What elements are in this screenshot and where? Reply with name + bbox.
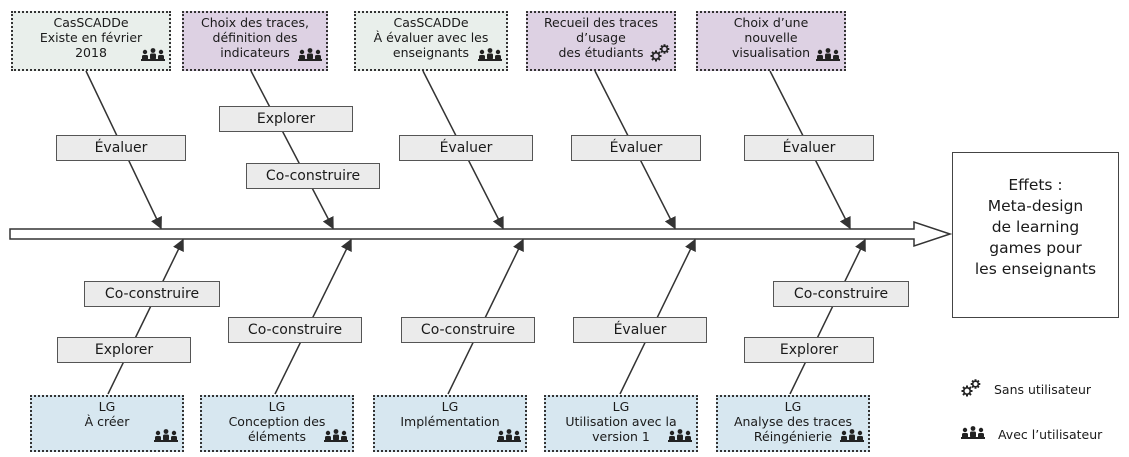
bottom-box-lg-implementation: LG Implémentation xyxy=(373,395,527,452)
top-box-traces-choice: Choix des traces, définition des indicat… xyxy=(182,11,328,71)
bottom-box-lg-create: LG À créer xyxy=(30,395,184,452)
bottom-box-lg-usage-v1: LG Utilisation avec la version 1 xyxy=(544,395,698,452)
user-group-icon xyxy=(667,428,693,447)
label-bottom-co-construire-2: Co-construire xyxy=(228,317,362,343)
label-top-evaluer-2: Évaluer xyxy=(399,135,533,161)
user-group-icon xyxy=(323,428,349,447)
bottom-box-lg-analysis: LG Analyse des traces Réingénierie xyxy=(716,395,870,452)
label-bottom-co-construire-4: Co-construire xyxy=(773,281,909,307)
top-box-casscadde-evaluate: CasSCADDe À évaluer avec les enseignants xyxy=(354,11,508,71)
label-top-co-construire: Co-construire xyxy=(246,163,380,189)
label-bottom-evaluer: Évaluer xyxy=(573,317,707,343)
top-box-new-visualisation: Choix d’une nouvelle visualisation xyxy=(696,11,846,71)
user-group-icon xyxy=(477,47,503,66)
top-box-traces-collection: Recueil des traces d’usage des étudiants xyxy=(526,11,676,71)
label-bottom-co-construire-1: Co-construire xyxy=(84,281,220,307)
top-box-casscadde-existing: CasSCADDe Existe en février 2018 xyxy=(11,11,171,71)
label-top-explorer: Explorer xyxy=(219,106,353,132)
user-group-icon xyxy=(297,47,323,66)
legend-label: Avec l’utilisateur xyxy=(997,427,1103,442)
user-group-icon xyxy=(153,428,179,447)
user-group-icon xyxy=(140,47,166,66)
effects-box: Effets : Meta-design de learning games p… xyxy=(952,152,1119,318)
legend-label: Sans utilisateur xyxy=(993,382,1092,397)
legend-avec-utilisateur: Avec l’utilisateur xyxy=(960,425,1102,444)
user-group-icon xyxy=(496,428,522,447)
user-group-icon xyxy=(839,428,865,447)
label-bottom-explorer-2: Explorer xyxy=(744,337,874,363)
user-group-icon xyxy=(815,47,841,66)
label-top-evaluer-3: Évaluer xyxy=(571,135,701,161)
user-group-icon xyxy=(960,425,986,444)
main-spine-arrow xyxy=(9,220,953,248)
label-top-evaluer-1: Évaluer xyxy=(56,135,186,161)
label-bottom-co-construire-3: Co-construire xyxy=(401,317,535,343)
gears-icon xyxy=(649,43,671,66)
gears-icon xyxy=(960,378,982,401)
legend-sans-utilisateur: Sans utilisateur xyxy=(960,378,1091,401)
label-bottom-explorer-1: Explorer xyxy=(57,337,191,363)
bottom-box-lg-design: LG Conception des éléments xyxy=(200,395,354,452)
label-top-evaluer-4: Évaluer xyxy=(744,135,874,161)
